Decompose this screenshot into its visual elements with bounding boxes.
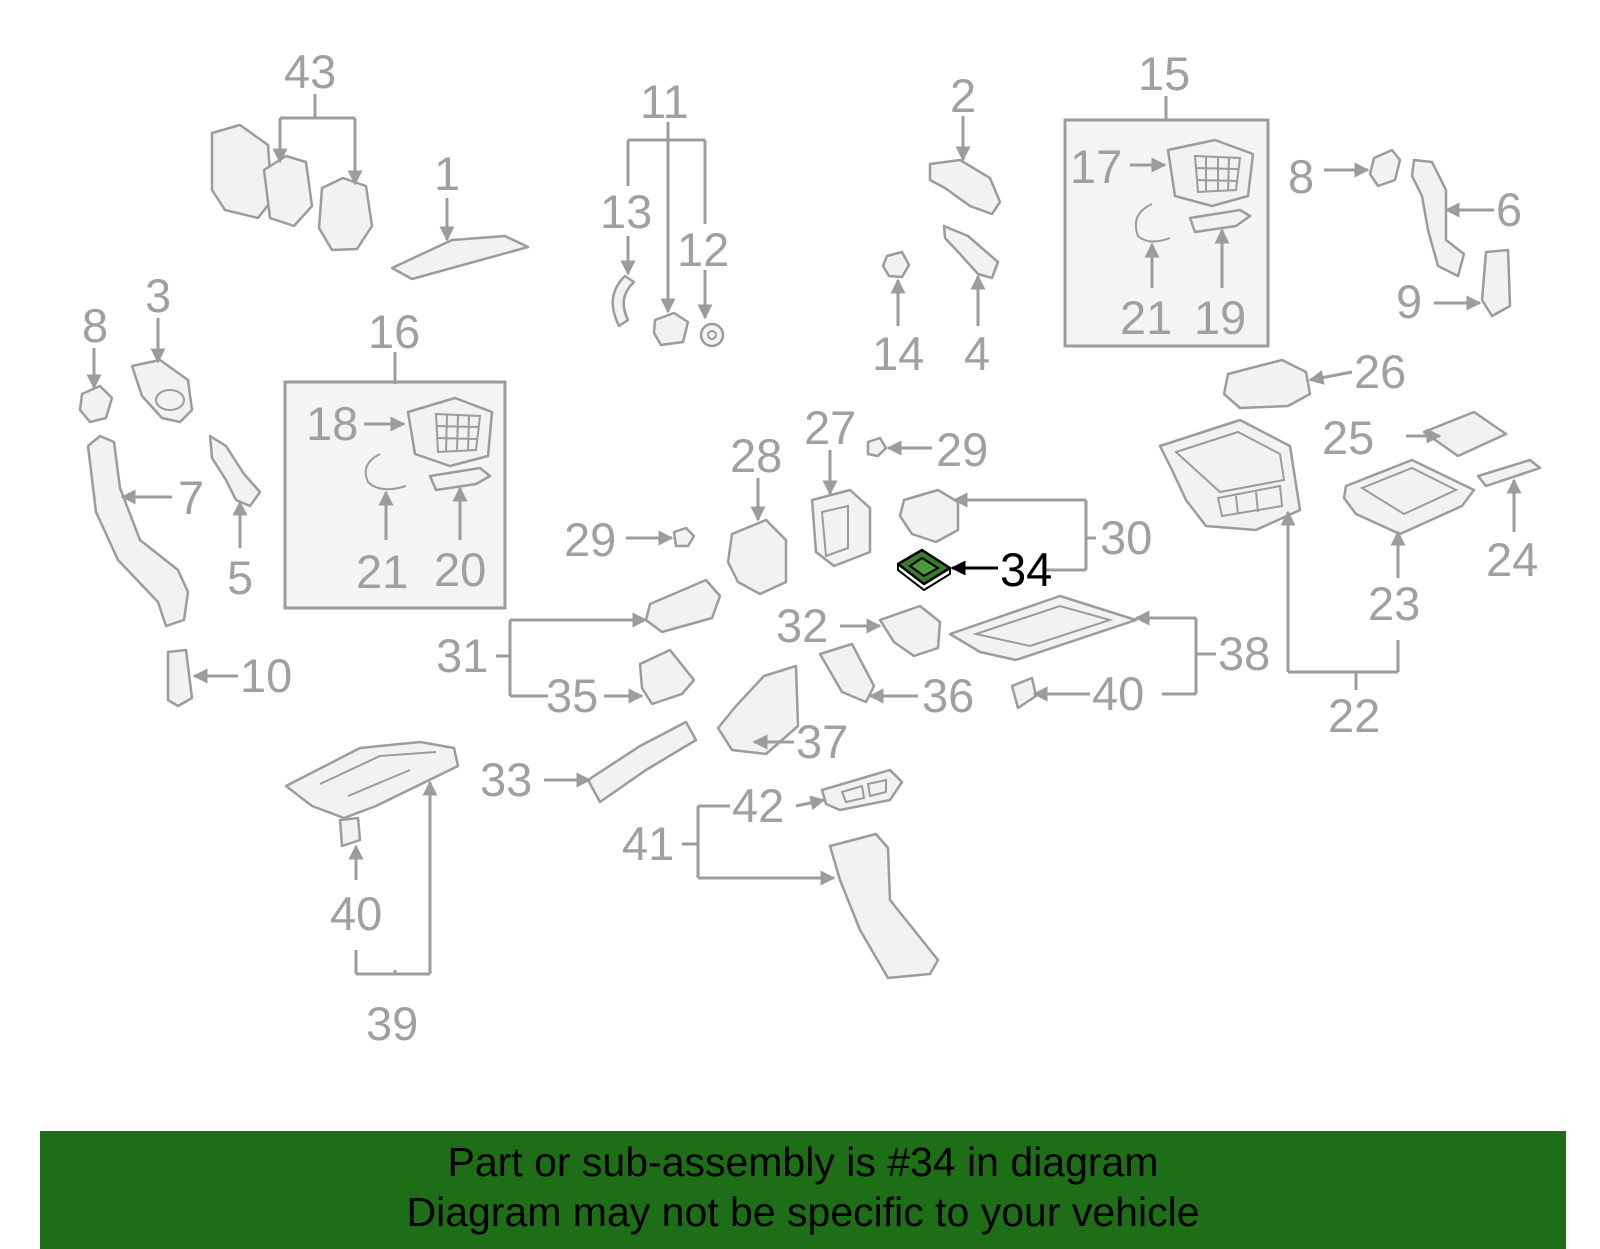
- callout-11: 11: [640, 75, 689, 128]
- part-32-duct: [878, 604, 942, 658]
- callout-36: 36: [922, 669, 974, 722]
- part-13-clip: [611, 274, 636, 328]
- callout-23: 23: [1368, 577, 1420, 630]
- part-35-vent: [638, 648, 696, 706]
- callout-27: 27: [804, 401, 856, 454]
- callout-20: 20: [434, 543, 486, 596]
- part-22-center-bezel: [1158, 418, 1302, 532]
- callout-39: 39: [366, 997, 418, 1050]
- part-30-duct: [898, 488, 960, 544]
- callout-21-box15: 21: [1120, 291, 1172, 344]
- part-9-vent: [1480, 248, 1512, 318]
- part-4-brace: [942, 224, 1000, 280]
- part-20-tab: [428, 466, 492, 492]
- callout-31: 31: [436, 629, 488, 682]
- part-38-console-base: [948, 594, 1138, 662]
- part-21-clip-left: [364, 453, 407, 491]
- callout-17: 17: [1070, 140, 1122, 193]
- callout-labels: 43 1 11 13 12 2 15 17 8 6 9 21 19 14 4 8…: [82, 45, 1538, 1050]
- callout-21-box16: 21: [356, 545, 408, 598]
- part-29-clip-right: [866, 436, 888, 458]
- banner-disclaimer-line: Diagram may not be specific to your vehi…: [406, 1189, 1200, 1235]
- callout-38: 38: [1218, 627, 1270, 680]
- callout-29-left: 29: [564, 513, 616, 566]
- callout-41: 41: [622, 817, 674, 870]
- callout-5: 5: [227, 551, 253, 604]
- part-14-nut: [881, 250, 911, 279]
- callout-37: 37: [796, 715, 848, 768]
- part-7-side-duct: [86, 434, 190, 628]
- part-23-tray: [1342, 458, 1476, 536]
- callout-2: 2: [950, 69, 976, 122]
- part-17-vent: [1166, 138, 1255, 208]
- callout-4: 4: [964, 327, 990, 380]
- callout-33: 33: [480, 753, 532, 806]
- callout-22: 22: [1328, 689, 1380, 742]
- part-34-highlighted: [896, 548, 952, 592]
- part-41-rear-duct: [828, 832, 940, 980]
- part-43-blower-housing: [210, 123, 374, 252]
- callout-43: 43: [284, 45, 336, 98]
- part-12-nut: [699, 322, 725, 348]
- callout-35: 35: [546, 669, 598, 722]
- part-18-vent: [406, 396, 494, 468]
- callout-15: 15: [1138, 47, 1190, 100]
- callout-3: 3: [145, 269, 171, 322]
- leader-lines: [86, 94, 1522, 976]
- callout-26: 26: [1354, 345, 1406, 398]
- part-5-bracket: [208, 434, 262, 508]
- callout-8-top: 8: [1288, 150, 1314, 203]
- callout-29-right: 29: [936, 423, 988, 476]
- part-42-vent: [820, 768, 904, 812]
- part-24-strip: [1476, 458, 1542, 488]
- part-21-clip-top: [1134, 203, 1171, 243]
- callout-30: 30: [1100, 511, 1152, 564]
- banner-part-line: Part or sub-assembly is #34 in diagram: [447, 1139, 1159, 1185]
- callout-18: 18: [306, 397, 358, 450]
- callout-6: 6: [1496, 183, 1522, 236]
- part-40-clip-left: [338, 816, 362, 848]
- part-39-floor-duct: [284, 740, 460, 820]
- part-26-panel: [1222, 358, 1312, 410]
- part-33-duct: [586, 720, 698, 804]
- callout-40-left: 40: [330, 887, 382, 940]
- part-10-vent: [166, 648, 194, 708]
- callout-13: 13: [600, 185, 652, 238]
- part-1-trim-strip: [390, 234, 530, 281]
- callout-9: 9: [1396, 275, 1422, 328]
- part-27-vent: [810, 488, 872, 568]
- callout-16: 16: [368, 305, 420, 358]
- part-29-clip-left: [672, 526, 696, 548]
- part-info-banner: Part or sub-assembly is #34 in diagram D…: [40, 1131, 1566, 1249]
- callout-24: 24: [1486, 533, 1538, 586]
- part-6-side-duct: [1410, 158, 1466, 278]
- part-40-clip-right: [1010, 676, 1038, 710]
- part-28-duct: [726, 518, 788, 596]
- part-36-bracket: [818, 642, 876, 704]
- part-2-bracket: [928, 158, 1002, 216]
- callout-42: 42: [732, 779, 784, 832]
- part-8-knob-top: [1368, 148, 1402, 188]
- part-31-duct: [644, 578, 722, 634]
- callout-28: 28: [730, 429, 782, 482]
- callout-8-left: 8: [82, 299, 108, 352]
- callout-32: 32: [776, 599, 828, 652]
- part-3-speaker-cover: [130, 358, 194, 424]
- callout-25: 25: [1322, 411, 1374, 464]
- callout-40-right: 40: [1092, 667, 1144, 720]
- part-25-pad: [1422, 410, 1508, 458]
- part-11-grommet: [652, 311, 690, 347]
- part-8-knob-left: [78, 384, 114, 424]
- part-19-tab: [1188, 208, 1252, 234]
- callout-34-highlighted: 34: [1000, 543, 1052, 596]
- callout-10: 10: [240, 649, 292, 702]
- part-37-duct: [716, 664, 800, 756]
- callout-7: 7: [178, 471, 204, 524]
- callout-14: 14: [872, 327, 924, 380]
- callout-19: 19: [1194, 291, 1246, 344]
- callout-12: 12: [677, 223, 729, 276]
- callout-1: 1: [434, 147, 460, 200]
